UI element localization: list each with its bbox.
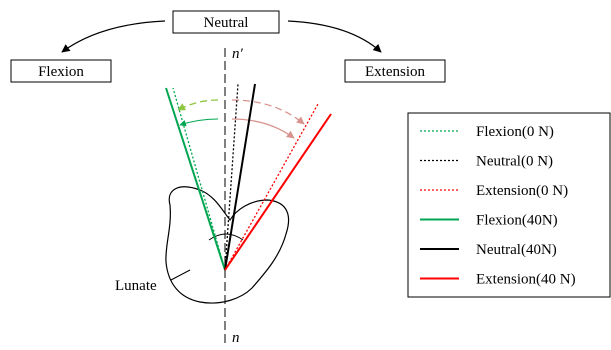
extension-mode-label: Extension xyxy=(365,64,425,80)
neutral-0n-line xyxy=(224,83,239,271)
arc-40n-pink xyxy=(231,118,295,139)
flexion-mode-label: Flexion xyxy=(38,64,84,80)
arc-40n-green xyxy=(179,118,219,127)
legend-item: Neutral(0 N) xyxy=(420,154,553,170)
legend-item: Neutral(40N) xyxy=(420,242,557,258)
arrow-to-extension xyxy=(287,20,382,53)
legend-label: Neutral(0 N) xyxy=(476,154,553,170)
legend-item: Extension(40 N) xyxy=(420,272,576,288)
arc-0n-faded-green xyxy=(177,99,219,111)
extension-40n-line xyxy=(224,113,332,271)
legend-label: Extension(40 N) xyxy=(476,272,576,288)
neutral-mode-label: Neutral xyxy=(204,15,249,31)
flexion-mode-box: Flexion xyxy=(10,59,112,83)
arrow-to-flexion xyxy=(61,20,166,53)
legend-label: Neutral(40N) xyxy=(476,242,557,258)
axis-top-label: n′ xyxy=(232,46,244,62)
lunate-inner-curve xyxy=(208,233,244,241)
arc-0n-faded-pink xyxy=(231,99,305,125)
neutral-40n-line xyxy=(224,83,256,271)
lunate-leader-line xyxy=(170,269,191,281)
legend-item: Flexion(40N) xyxy=(420,213,558,229)
legend-label: Flexion(40N) xyxy=(476,213,558,229)
legend-label: Extension(0 N) xyxy=(476,183,568,199)
flexion-0n-line xyxy=(172,87,226,271)
legend-label: Flexion(0 N) xyxy=(476,124,554,140)
neutral-mode-box: Neutral xyxy=(172,10,280,34)
lunate-label: Lunate xyxy=(115,278,157,294)
extension-mode-box: Extension xyxy=(344,59,446,83)
flexion-40n-line xyxy=(165,87,226,271)
legend: Flexion(0 N) Neutral(0 N) Extension(0 N) Fl… xyxy=(407,112,611,298)
axis-bottom-label: n xyxy=(232,330,240,345)
legend-item: Extension(0 N) xyxy=(420,183,568,199)
lunate-outline xyxy=(165,186,290,304)
legend-item: Flexion(0 N) xyxy=(420,124,554,140)
